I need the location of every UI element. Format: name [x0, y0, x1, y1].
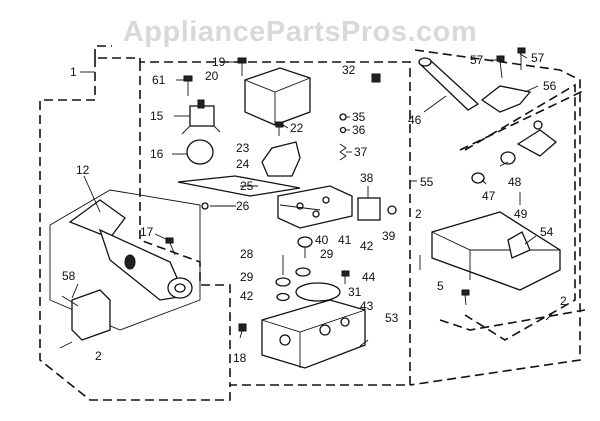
callout-label: 1 — [70, 65, 77, 79]
callout-label: 42 — [360, 239, 374, 253]
screw-icon — [59, 341, 73, 349]
screw-icon — [461, 289, 470, 306]
callout-label: 49 — [514, 207, 528, 221]
washer-icon — [276, 292, 290, 302]
callout-label: 5 — [437, 279, 444, 293]
callout-label: 2 — [95, 349, 102, 363]
callout-label: 35 — [352, 110, 366, 124]
callout-label: 53 — [385, 311, 399, 325]
callout-label: 40 — [315, 233, 329, 247]
screw-icon — [517, 47, 526, 70]
screw-icon — [275, 121, 284, 136]
callout-label: 17 — [140, 225, 154, 239]
ball-part — [201, 202, 209, 210]
callout-label: 15 — [150, 109, 164, 123]
mounting-bracket — [431, 211, 561, 291]
outline-burner-assembly — [94, 45, 112, 58]
callout-label: 57 — [531, 51, 545, 65]
callout-label: 22 — [290, 121, 304, 135]
screw-icon — [341, 270, 350, 284]
outline-control-box — [459, 89, 586, 151]
callout-label: 25 — [240, 179, 254, 193]
nut-icon — [371, 73, 381, 83]
callout-label: 46 — [408, 113, 422, 127]
screw-icon — [496, 55, 505, 79]
callout-label: 54 — [540, 225, 554, 239]
bracket-part — [61, 289, 111, 341]
callout-label: 39 — [382, 229, 396, 243]
outline-main-assembly — [39, 57, 411, 401]
callout-label: 47 — [482, 189, 496, 203]
callout-label: 28 — [240, 247, 254, 261]
callout-label: 55 — [420, 175, 434, 189]
callout-label: 23 — [236, 141, 250, 155]
callout-label: 2 — [560, 294, 567, 308]
callout-label: 48 — [508, 175, 522, 189]
callout-label: 43 — [360, 299, 374, 313]
callout-label: 12 — [76, 163, 90, 177]
callout-label: 38 — [360, 171, 374, 185]
callout-label: 2 — [415, 207, 422, 221]
screw-icon — [359, 339, 369, 347]
cover-part — [244, 67, 311, 126]
outline-bottom-box — [439, 309, 586, 331]
callout-label: 44 — [362, 270, 376, 284]
valve-top-plate — [277, 185, 353, 229]
bracket-part — [261, 141, 301, 177]
callout-label: 37 — [354, 145, 368, 159]
solenoid-part — [181, 99, 221, 135]
callout-label: 42 — [240, 289, 254, 303]
washer-icon — [339, 113, 347, 121]
filter-part — [357, 197, 381, 221]
callout-label: 58 — [62, 269, 76, 283]
leader-lines — [71, 53, 539, 339]
screw-icon — [237, 57, 247, 76]
callout-label: 18 — [233, 351, 247, 365]
washer-icon — [275, 277, 291, 287]
nut-icon — [238, 323, 247, 332]
callout-label: 41 — [338, 233, 352, 247]
callout-label: 56 — [543, 79, 557, 93]
callout-label: 20 — [205, 69, 219, 83]
screw-icon — [545, 313, 553, 321]
fitting-icon — [387, 205, 397, 215]
clamp-part — [480, 85, 532, 113]
gasket-plate — [177, 175, 301, 197]
callout-label: 26 — [236, 199, 250, 213]
callout-label: 31 — [348, 285, 362, 299]
callout-label: 61 — [152, 73, 166, 87]
screw-icon — [165, 237, 176, 256]
diaphragm-part — [295, 282, 341, 302]
burner-part — [68, 199, 193, 301]
callout-label: 16 — [150, 147, 164, 161]
washer-icon — [339, 126, 347, 134]
outline-bracket-box — [464, 83, 576, 341]
callout-label: 36 — [352, 123, 366, 137]
seal-part — [297, 236, 313, 248]
screw-icon — [183, 75, 193, 96]
valve-body — [261, 299, 366, 369]
fitting-part — [500, 120, 558, 165]
spring-icon — [339, 143, 347, 161]
rod-part — [418, 57, 480, 111]
callout-label: 32 — [342, 63, 356, 77]
washer-icon — [471, 172, 485, 184]
outline-burner-frame — [49, 189, 201, 331]
coil-part — [186, 139, 214, 165]
callout-label: 24 — [236, 157, 250, 171]
washer-icon — [295, 267, 311, 277]
callout-label: 57 — [470, 53, 484, 67]
callout-label: 19 — [212, 55, 226, 69]
callout-label: 29 — [320, 247, 334, 261]
outline-right-assembly — [409, 49, 581, 386]
callout-label: 29 — [240, 270, 254, 284]
